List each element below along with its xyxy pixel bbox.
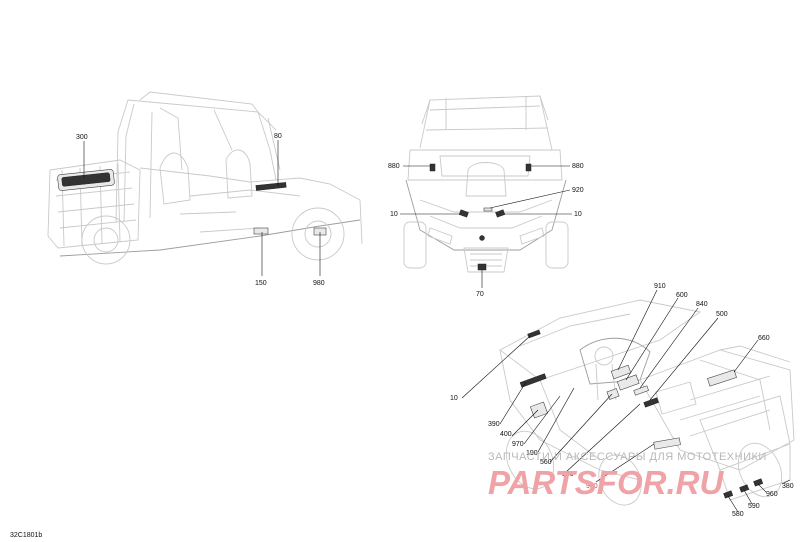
callout-880-right: 880 xyxy=(572,163,584,170)
callout-190: 190 xyxy=(526,450,538,457)
decal-910 xyxy=(610,364,632,380)
callout-70: 70 xyxy=(476,291,484,298)
watermark-logo: PARTSFOR.RU xyxy=(488,464,724,501)
callout-580: 580 xyxy=(732,511,744,518)
callout-10-right: 10 xyxy=(574,211,582,218)
decal-840 xyxy=(633,385,649,396)
callout-980: 980 xyxy=(313,280,325,287)
decal-400 xyxy=(529,401,549,419)
decal-80 xyxy=(255,182,287,191)
decal-500 xyxy=(643,397,659,408)
decal-550 xyxy=(653,437,681,450)
callout-600: 600 xyxy=(676,292,688,299)
callout-590: 590 xyxy=(748,503,760,510)
callout-920: 920 xyxy=(572,187,584,194)
callout-880-left: 880 xyxy=(388,163,400,170)
decal-150 xyxy=(253,227,269,235)
callout-380: 380 xyxy=(782,483,794,490)
decal-300-rear-logo xyxy=(57,169,115,191)
callout-150: 150 xyxy=(255,280,267,287)
callout-300: 300 xyxy=(76,134,88,141)
callout-900: 900 xyxy=(586,483,598,490)
callout-80: 80 xyxy=(274,133,282,140)
watermark: ЗАПЧАСТИ И АКСЕССУАРЫ ДЛЯ МОТОТЕХНИКИ PA… xyxy=(488,451,767,501)
decal-590 xyxy=(739,484,750,493)
callout-390: 390 xyxy=(488,421,500,428)
callout-10-left: 10 xyxy=(390,211,398,218)
front-view: 880 880 920 10 10 70 xyxy=(388,95,584,298)
decal-880-left xyxy=(429,163,436,172)
isometric-view: 910 600 840 500 660 10 390 400 970 190 5… xyxy=(450,283,795,518)
callout-10-iso: 10 xyxy=(450,395,458,402)
callout-560: 560 xyxy=(540,459,552,466)
decal-660 xyxy=(707,369,737,387)
callout-840: 840 xyxy=(696,301,708,308)
callout-660: 660 xyxy=(758,335,770,342)
decal-10-left xyxy=(458,209,469,218)
decal-960 xyxy=(753,478,764,487)
front-badge xyxy=(479,235,485,241)
decal-10-hood xyxy=(527,329,541,339)
callout-500: 500 xyxy=(716,311,728,318)
decal-880-right xyxy=(525,163,532,172)
callout-550: 550 xyxy=(562,471,574,478)
diagram-code: 32C1801b xyxy=(10,532,42,539)
side-view: 300 80 150 980 xyxy=(47,91,363,287)
callout-910: 910 xyxy=(654,283,666,290)
callout-970: 970 xyxy=(512,441,524,448)
decal-600 xyxy=(616,374,640,391)
decal-10-right xyxy=(495,209,506,218)
callout-400: 400 xyxy=(500,431,512,438)
callout-960: 960 xyxy=(766,491,778,498)
decal-70 xyxy=(477,263,487,271)
watermark-tagline: ЗАПЧАСТИ И АКСЕССУАРЫ ДЛЯ МОТОТЕХНИКИ xyxy=(488,451,767,463)
decal-920 xyxy=(483,207,493,212)
decal-580 xyxy=(723,490,734,499)
decal-560 xyxy=(606,388,620,400)
decal-390 xyxy=(519,373,547,388)
